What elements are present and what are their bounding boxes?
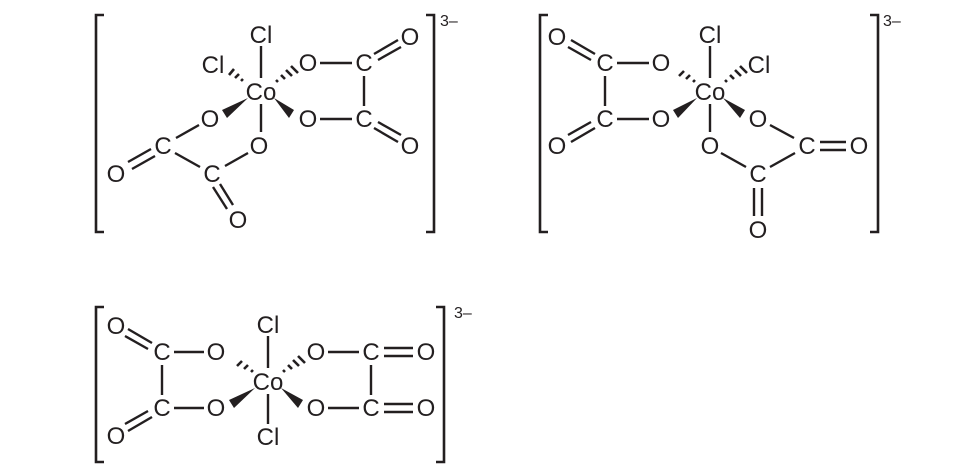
oxygen-atom: O xyxy=(307,339,326,366)
c-o-double-bond-a xyxy=(373,126,399,144)
carbon-atom: C xyxy=(355,50,372,77)
right-bracket xyxy=(870,13,880,234)
carbon-atom: C xyxy=(203,161,220,188)
charge-label: 3– xyxy=(454,305,472,322)
carbon-atom: C xyxy=(355,106,372,133)
oxygen-atom: O xyxy=(749,106,768,133)
oxygen-atom: O xyxy=(401,133,420,160)
c-c-bond xyxy=(769,151,796,169)
cobalt-atom: Co xyxy=(253,369,284,396)
oxygen-atom: O xyxy=(307,395,326,422)
oxygen-atom: O xyxy=(107,161,126,188)
oxygen-atom: O xyxy=(652,106,671,133)
carbon-atom: C xyxy=(153,395,170,422)
c-o-double-bond-a xyxy=(211,186,229,210)
right-bracket xyxy=(426,13,436,234)
hash-bond-co-o xyxy=(282,355,306,373)
wedge-bond-co-o-left xyxy=(673,98,697,118)
oxygen-atom: O xyxy=(207,395,226,422)
carbon-atom: C xyxy=(798,133,815,160)
oxygen-atom: O xyxy=(652,50,671,77)
c-o-double-bond-a xyxy=(570,126,596,144)
oxygen-atom: O xyxy=(201,106,220,133)
c-o-double-bond-a xyxy=(127,415,153,433)
hash-bond-co-cl xyxy=(724,65,748,83)
o-c-bond xyxy=(175,123,200,140)
oxygen-atom: O xyxy=(701,133,720,160)
wedge-bond-co-o-right xyxy=(723,98,745,118)
left-bracket xyxy=(94,13,104,234)
hash-bond-co-cl xyxy=(228,68,244,82)
oxygen-atom: O xyxy=(417,395,436,422)
oxygen-atom: O xyxy=(250,133,269,160)
wedge-bond-co-o-left xyxy=(222,98,248,118)
structure-2: 3– Co Cl xyxy=(538,13,901,244)
oxygen-atom: O xyxy=(850,133,869,160)
oxygen-atom: O xyxy=(107,313,126,340)
carbon-atom: C xyxy=(362,339,379,366)
oxygen-atom: O xyxy=(207,339,226,366)
structure-1: 3– xyxy=(94,13,458,234)
oxygen-atom: O xyxy=(299,50,318,77)
c-c-bond xyxy=(174,151,201,169)
chlorine-atom: Cl xyxy=(202,52,225,79)
right-bracket xyxy=(436,305,446,464)
o-c-bond xyxy=(224,151,249,168)
carbon-atom: C xyxy=(362,395,379,422)
oxygen-atom: O xyxy=(299,106,318,133)
oxygen-atom: O xyxy=(417,339,436,366)
chlorine-atom: Cl xyxy=(748,52,771,79)
c-o-double-bond-b xyxy=(377,120,402,137)
wedge-bond-co-o-right xyxy=(274,98,294,118)
o-c-bond xyxy=(769,123,795,140)
carbon-atom: C xyxy=(749,161,766,188)
oxygen-atom: O xyxy=(548,24,567,51)
o-c-bond xyxy=(720,151,747,169)
oxygen-atom: O xyxy=(229,207,248,234)
wedge-bond-co-o-right xyxy=(281,388,303,408)
c-o-double-bond-b xyxy=(124,334,149,351)
c-o-double-bond-b xyxy=(567,120,592,137)
structure-3: 3– Co Cl xyxy=(94,305,472,464)
carbon-atom: C xyxy=(596,50,613,77)
chlorine-atom: Cl xyxy=(257,424,280,451)
carbon-atom: C xyxy=(153,339,170,366)
c-o-double-bond-a xyxy=(570,38,596,56)
chlorine-atom: Cl xyxy=(250,22,273,49)
chlorine-atom: Cl xyxy=(257,312,280,339)
c-o-double-bond-b xyxy=(377,45,402,62)
oxygen-atom: O xyxy=(548,133,567,160)
charge-label: 3– xyxy=(883,13,901,30)
left-bracket xyxy=(538,13,548,234)
oxygen-atom: O xyxy=(749,217,768,244)
c-o-double-bond-b xyxy=(567,45,592,62)
oxygen-atom: O xyxy=(107,423,126,450)
left-bracket xyxy=(94,305,104,464)
hash-bond-co-o xyxy=(678,70,696,83)
hash-bond-co-o xyxy=(236,360,254,373)
charge-label: 3– xyxy=(440,13,458,30)
c-o-double-bond-b xyxy=(131,154,156,171)
oxygen-atom: O xyxy=(401,24,420,51)
cobalt-atom: Co xyxy=(695,79,726,106)
chlorine-atom: Cl xyxy=(699,22,722,49)
c-o-double-bond-a xyxy=(127,327,153,345)
c-o-double-bond-b xyxy=(218,183,235,206)
c-o-double-bond-a xyxy=(127,147,152,164)
cobalt-atom: Co xyxy=(246,79,277,106)
carbon-atom: C xyxy=(154,133,171,160)
carbon-atom: C xyxy=(596,106,613,133)
c-o-double-bond-a xyxy=(373,38,399,56)
hash-bond-co-o xyxy=(275,65,299,83)
wedge-bond-co-o-left xyxy=(229,388,255,408)
c-o-double-bond-b xyxy=(124,409,149,426)
